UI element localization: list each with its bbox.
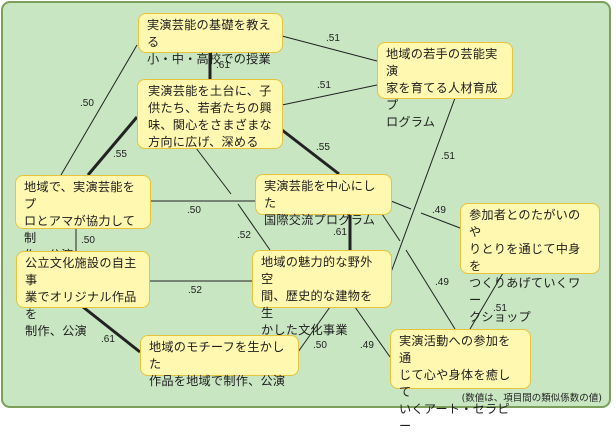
node-local-motif-works: 地域のモチーフを生かした 作品を地域で制作、公演 — [140, 335, 299, 388]
edge-label-h-j: .49 — [360, 340, 374, 351]
node-young-talent-program: 地域の若手の芸能実演 家を育てる人材育成プ ログラム — [377, 42, 513, 129]
edge-label-d-g: .50 — [81, 235, 95, 246]
edge-layer — [60, 35, 504, 358]
edge-a-b — [281, 35, 378, 62]
edge-label-g-i: .61 — [101, 334, 115, 345]
node-broaden-interests: 実演芸能を土台に、子 供たち、若者たちの興 味、関心をさまざまな 方向に広げ、深… — [137, 79, 283, 149]
node-pro-amateur-production: 地域で、実演芸能をプ ロとアマが協力して制 作、公演 — [15, 175, 151, 262]
edge-label-c-h: .52 — [237, 230, 251, 241]
edge-c-h — [195, 147, 232, 195]
edge-h-j — [354, 306, 391, 358]
edge-label-a-d: .50 — [80, 98, 94, 109]
node-basic-school-classes: 実演芸能の基礎を教える 小・中・高校での授業 — [138, 13, 283, 66]
edge-g-i — [82, 305, 141, 354]
footnote: (数値は、項目間の類似係数の値) — [461, 393, 602, 404]
edge-label-g-h: .52 — [188, 285, 202, 296]
edge-label-f-j: .51 — [493, 303, 507, 314]
node-outdoor-historic-venues: 地域の魅力的な野外空 間、歴史的な建物を生 かした文化事業 — [252, 250, 392, 337]
node-international-exchange: 実演芸能を中心にした 国際交流プログラム — [255, 174, 392, 227]
edge-label-h-i: .50 — [313, 340, 327, 351]
edge-c-e — [281, 128, 340, 176]
edge-label-a-c: .61 — [216, 60, 230, 71]
edge-label-a-b: .51 — [326, 33, 340, 44]
edge-c-h-2 — [237, 203, 271, 251]
edge-b-h — [389, 97, 456, 276]
node-public-facility-original: 公立文化施設の自主事 業でオリジナル作品を 制作、公演 — [16, 251, 150, 338]
edge-c-d — [86, 116, 139, 176]
edge-h-i — [297, 306, 331, 353]
edge-a-d — [60, 44, 138, 176]
edge-label-c-b: .51 — [317, 80, 331, 91]
edge-label-e-h: .61 — [333, 227, 347, 238]
edge-label-d-e: .50 — [187, 205, 201, 216]
edge-label-b-h: .51 — [441, 151, 455, 162]
edge-f-j — [469, 272, 504, 330]
edge-label-e-j: .49 — [435, 277, 449, 288]
edge-label-c-d: .55 — [113, 149, 127, 160]
node-workshop: 参加者とのたがいのや りとりを通じて中身を つくりあげていくワー クショップ — [460, 203, 600, 324]
edge-e-j-2 — [405, 249, 456, 330]
node-art-therapy: 実演活動への参加を通 じて心や身体を癒して いくアート・セラピー — [390, 329, 531, 433]
edge-e-f — [390, 200, 412, 210]
edge-e-j — [381, 213, 401, 242]
edge-label-e-f: .49 — [432, 205, 446, 216]
edge-c-b — [281, 84, 378, 106]
edge-e-f-2 — [420, 212, 461, 229]
edge-label-c-e: .55 — [316, 142, 330, 153]
